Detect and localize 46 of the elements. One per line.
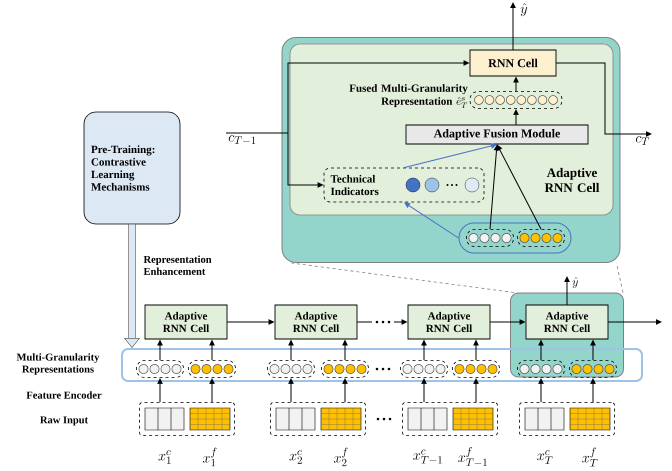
node-label: Representation (381, 97, 452, 108)
zoom-guide-line (291, 262, 514, 293)
fusion-module-box: Adaptive Fusion Module (406, 124, 588, 144)
zoom-guide-line (616, 262, 624, 293)
input-box (402, 402, 498, 436)
row-label: Raw Input (40, 416, 88, 426)
state-symbol: $c_{T-1}$ (228, 135, 256, 144)
input-symbol: $x_2^f$ (334, 448, 348, 466)
representation-pill (400, 360, 448, 378)
indicator-box: Technical Indicators (324, 168, 484, 202)
representation-band: Multi-Granularity Representations (16, 348, 643, 382)
node-label: Multi-Granularity Representations (16, 353, 100, 375)
representation-group (458, 222, 572, 254)
representation-pill (517, 360, 565, 378)
edge-label: Representation Enhancement (144, 256, 212, 275)
state-symbol: $c_T$ (636, 136, 650, 145)
input-symbol: $x_2^c$ (289, 450, 302, 464)
representation-pill (569, 360, 617, 378)
node-label: $\hat{e}_T^{s}$ (456, 97, 468, 108)
representation-pill (136, 360, 184, 378)
node-label: Fused Multi-Granularity (349, 84, 468, 94)
input-symbol: $x_T^c$ (537, 450, 552, 464)
input-box (139, 402, 235, 436)
fused-representation-pill: Fused Multi-Granularity Representation $\hat{e}_T^{s}$ (349, 84, 562, 109)
representation-pill (466, 229, 514, 247)
representation-pill (188, 360, 236, 378)
adaptive-cell-box: Adaptive RNN Cell (408, 304, 490, 340)
adaptive-cell-box: Adaptive RNN Cell (274, 304, 358, 340)
input-symbol: $x_1^f$ (202, 448, 217, 466)
representation-pill (452, 360, 500, 378)
row-label: Feature Encoder (26, 391, 102, 399)
output-symbol: $\hat{y}$ (520, 3, 528, 16)
representation-pill (517, 229, 565, 247)
adaptive-cell-box: Adaptive RNN Cell (144, 304, 228, 340)
output-symbol: $\hat{y}$ (572, 277, 578, 288)
pretraining-box: Pre-Training: Contrastive Learning Mechanisms (84, 112, 180, 224)
input-box (270, 402, 366, 436)
adaptive-cell-box: Adaptive RNN Cell (526, 304, 608, 340)
rnn-cell-box: RNN Cell (470, 50, 556, 76)
representation-pill (267, 360, 315, 378)
representation-pill (321, 360, 369, 378)
input-symbol: $x_{T-1}^c$ (413, 450, 442, 464)
input-symbol: $x_T^f$ (582, 447, 598, 466)
input-box (519, 402, 615, 436)
input-symbol: $x_{T-1}^f$ (458, 447, 487, 466)
input-symbol: $x_1^c$ (158, 450, 171, 464)
